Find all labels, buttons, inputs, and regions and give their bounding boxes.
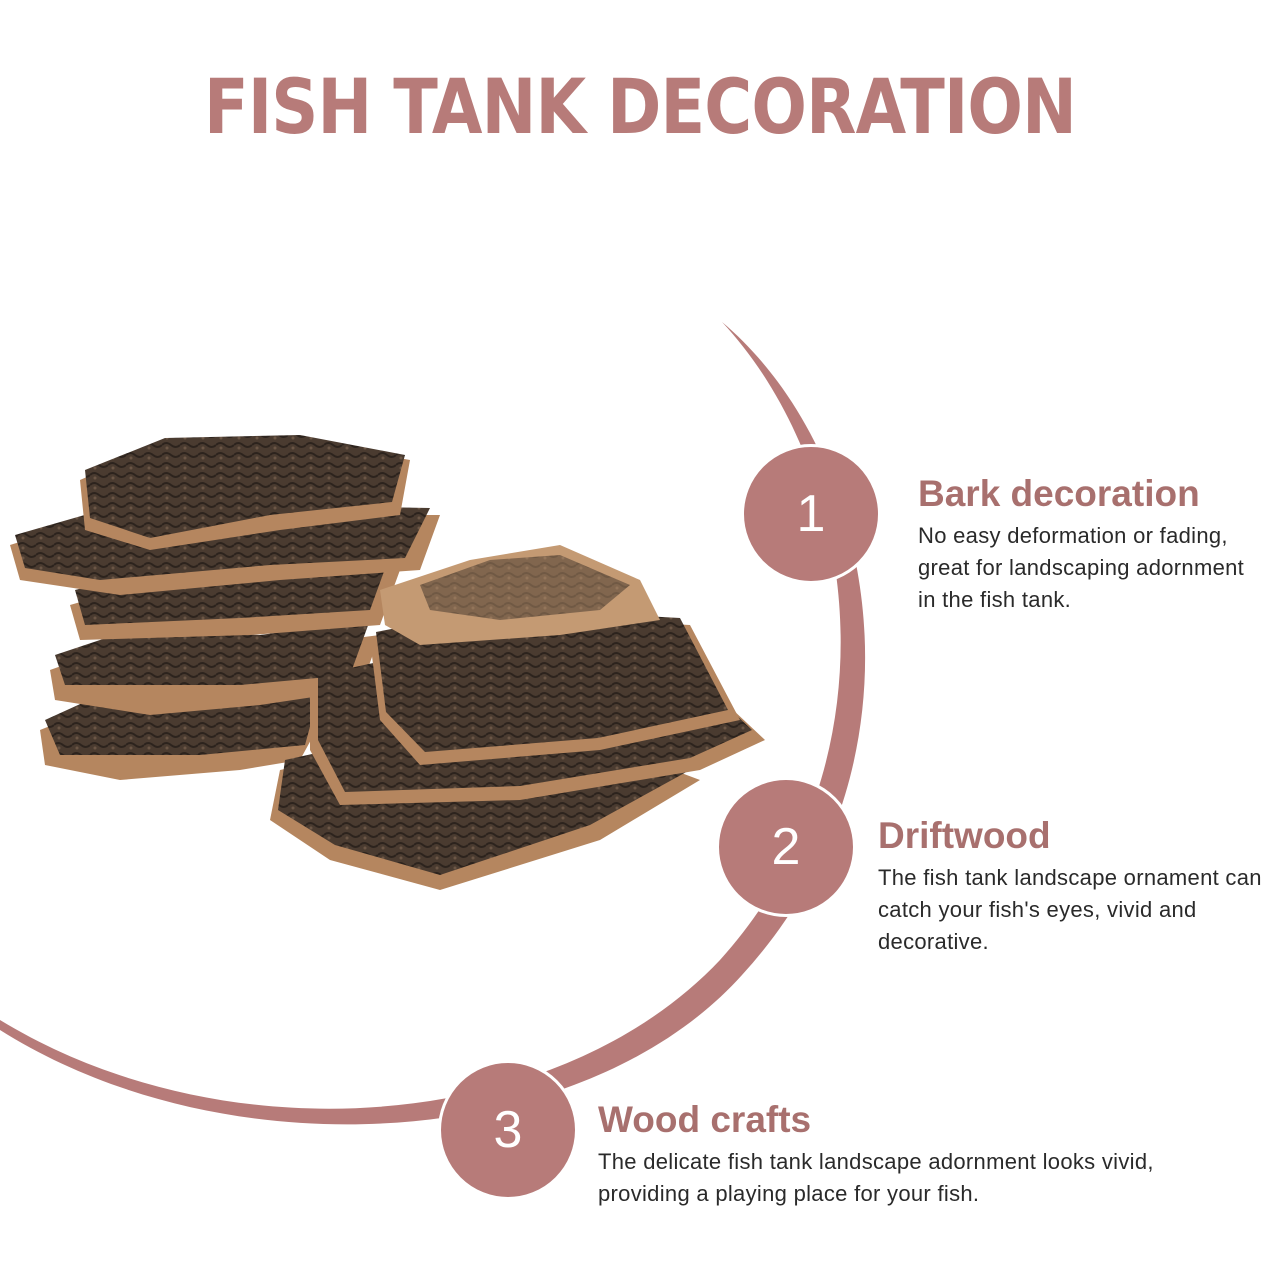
feature-heading: Bark decoration: [918, 473, 1200, 514]
step-number-1: 1: [741, 444, 881, 584]
feature-bark-decoration: Bark decoration No easy deformation or f…: [918, 472, 1258, 616]
bark-pieces-image: [10, 435, 765, 890]
feature-driftwood: Driftwood The fish tank landscape orname…: [878, 814, 1270, 958]
step-number-2: 2: [716, 777, 856, 917]
bark-piece: [376, 608, 728, 752]
page-title: FISH TANK DECORATION: [204, 62, 1077, 151]
feature-heading: Wood crafts: [598, 1099, 812, 1140]
feature-description: The delicate fish tank landscape adornme…: [598, 1149, 1154, 1206]
feature-heading: Driftwood: [878, 815, 1051, 856]
feature-description: The fish tank landscape ornament can cat…: [878, 865, 1262, 954]
bark-piece: [85, 435, 405, 538]
bark-stack-right: [270, 545, 765, 890]
bark-stack-left: [10, 435, 440, 780]
bark-piece: [420, 555, 630, 620]
feature-description: No easy deformation or fading, great for…: [918, 523, 1245, 612]
step-number-3: 3: [438, 1060, 578, 1200]
feature-wood-crafts: Wood crafts The delicate fish tank lands…: [598, 1098, 1158, 1210]
